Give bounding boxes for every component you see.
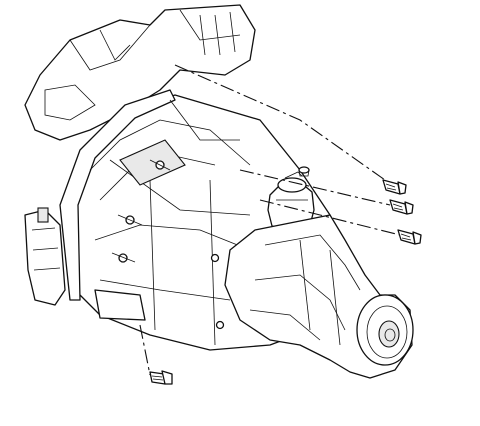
bolt-5 — [215, 320, 225, 330]
side-bolts — [111, 159, 225, 330]
exploded-bolt-upper — [382, 179, 407, 195]
bolt-2 — [117, 214, 143, 226]
exploded-bolt-bottom — [149, 370, 173, 385]
engine-block — [24, 4, 256, 141]
bell-housing-lower — [24, 207, 146, 321]
exploded-bolt-middle — [389, 199, 414, 215]
bolt-1 — [149, 159, 171, 171]
exploded-bolt-lower — [397, 229, 422, 245]
output-flange — [356, 294, 414, 366]
bolt-3 — [111, 252, 136, 263]
exploded-bolt-leaders — [139, 64, 401, 376]
dowel-pin — [298, 166, 310, 177]
shift-tower — [267, 171, 315, 233]
bolt-4 — [210, 253, 220, 263]
